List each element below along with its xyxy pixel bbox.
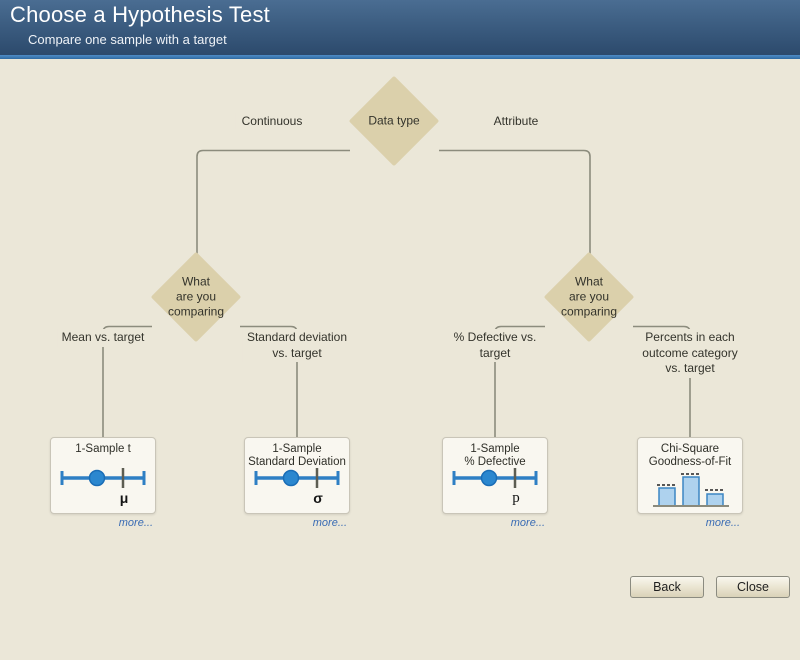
- branch-label-attribute: Attribute: [487, 113, 545, 129]
- arrowhead-icons: [97, 454, 696, 465]
- root-node-label: Data type: [368, 113, 420, 128]
- left-decision-label: What are you comparing: [167, 274, 225, 319]
- more-link[interactable]: more...: [510, 517, 545, 529]
- header-accent-strip: [0, 55, 800, 59]
- card-title: 1-Sample Standard Deviation: [248, 443, 346, 469]
- more-link[interactable]: more...: [705, 517, 740, 529]
- more-link[interactable]: more...: [312, 517, 347, 529]
- bar-chart-target-icon: [653, 473, 729, 507]
- distribution-dot-plot-icon: [254, 468, 340, 488]
- card-1-sample-t[interactable]: 1-Sample t μ: [50, 437, 156, 514]
- back-button[interactable]: Back: [630, 576, 704, 598]
- dialog-header: Choose a Hypothesis Test Compare one sam…: [0, 0, 800, 55]
- mu-symbol: μ: [119, 490, 129, 506]
- branch-label-stdev-vs-target: Standard deviation vs. target: [242, 329, 352, 363]
- branch-label-mean-vs-target: Mean vs. target: [57, 329, 149, 347]
- card-title: 1-Sample % Defective: [464, 443, 526, 469]
- card-1-sample-standard-deviation[interactable]: 1-Sample Standard Deviation σ: [244, 437, 350, 514]
- distribution-dot-plot-icon: [60, 468, 146, 488]
- page-subtitle: Compare one sample with a target: [28, 32, 227, 47]
- card-1-sample-percent-defective[interactable]: 1-Sample % Defective p: [442, 437, 548, 514]
- card-title: 1-Sample t: [75, 443, 131, 455]
- card-title: Chi-Square Goodness-of-Fit: [648, 443, 732, 469]
- decision-tree: Data type What are you comparing What ar…: [0, 59, 800, 601]
- more-link[interactable]: more...: [118, 517, 153, 529]
- branch-label-continuous: Continuous: [235, 113, 309, 129]
- distribution-dot-plot-icon: [452, 468, 538, 488]
- close-button[interactable]: Close: [716, 576, 790, 598]
- p-symbol: p: [512, 490, 520, 506]
- right-decision-label: What are you comparing: [560, 274, 618, 319]
- branch-label-defective-vs-target: % Defective vs. target: [449, 329, 541, 363]
- branch-label-percents-vs-target: Percents in each outcome category vs. ta…: [638, 329, 742, 378]
- page-title: Choose a Hypothesis Test: [10, 2, 270, 27]
- card-chi-square-goodness-of-fit[interactable]: Chi-Square Goodness-of-Fit: [637, 437, 743, 514]
- sigma-symbol: σ: [313, 490, 323, 506]
